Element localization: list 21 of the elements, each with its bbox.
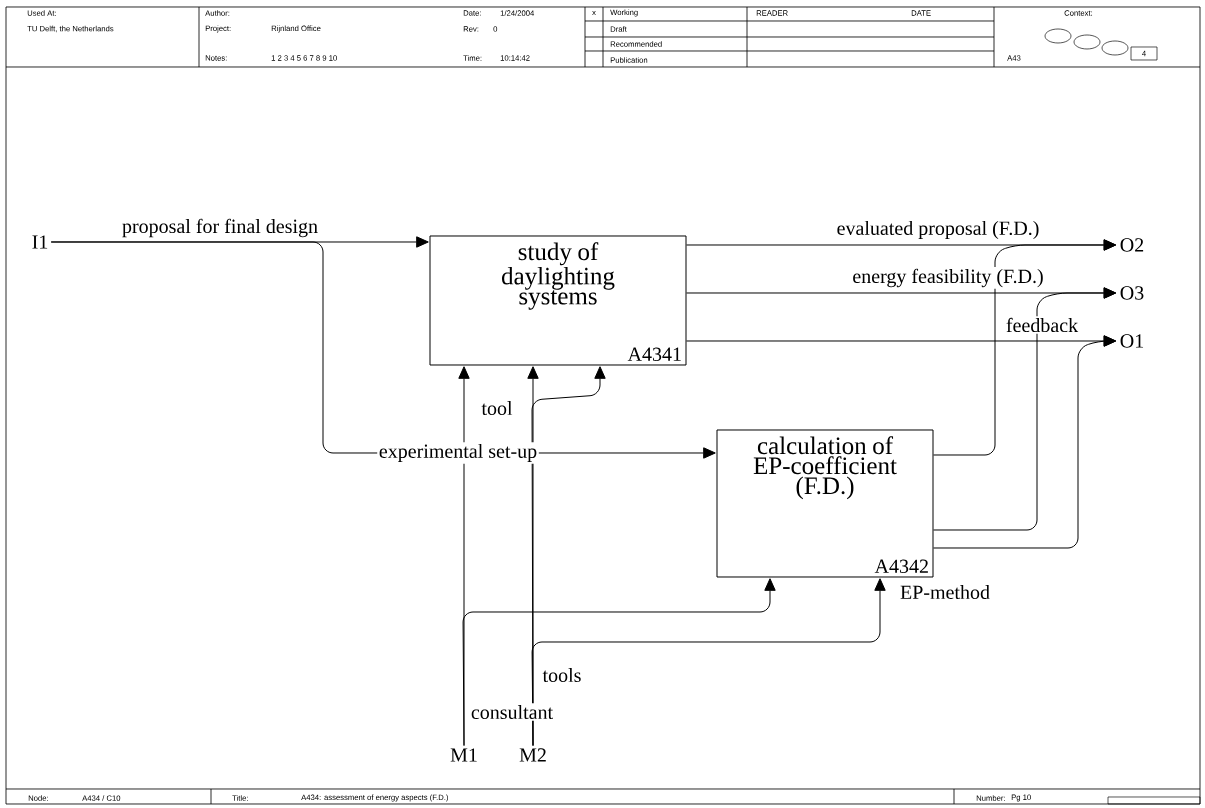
edge-label: energy feasibility (F.D.)	[850, 267, 1046, 289]
arrow	[933, 287, 1117, 531]
arrow	[531, 578, 886, 747]
arrow-code: O1	[1120, 334, 1144, 348]
edge-label: tools	[540, 666, 584, 684]
edge-label: EP-method	[898, 583, 992, 601]
edge-label: tool	[479, 399, 515, 417]
arrow	[933, 239, 1117, 456]
edge-label: feedback	[1004, 316, 1080, 334]
arrow	[933, 335, 1117, 549]
activity-box: calculation of EP-coefficient (F.D.) A4342	[716, 429, 934, 578]
arrow-code: M2	[519, 748, 546, 762]
edge-label: experimental set-up	[377, 442, 539, 464]
edge-label: evaluated proposal (F.D.)	[834, 219, 1042, 241]
arrow-code: O3	[1120, 286, 1144, 300]
edge-label: consultant	[469, 703, 555, 721]
edge-label: proposal for final design	[120, 217, 320, 239]
arrow-code: M1	[450, 748, 477, 762]
arrow	[462, 578, 776, 747]
arrow-code: I1	[32, 235, 48, 249]
arrow-code: O2	[1120, 238, 1144, 252]
